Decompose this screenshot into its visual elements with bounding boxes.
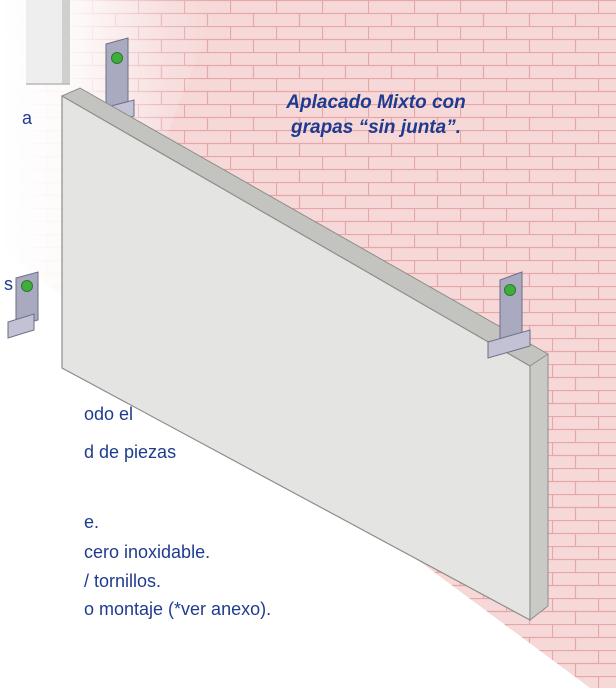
text-fragment-7: / tornillos. <box>84 571 162 591</box>
clamp-top-right <box>487 271 531 359</box>
text-fragment-6: cero inoxidable. <box>84 542 211 562</box>
text-fragment-4: d de piezas <box>84 442 177 462</box>
caption-line-2: grapas “sin junta”. <box>291 117 461 138</box>
wall-pillar <box>26 0 70 85</box>
text-fragment-2: s <box>4 274 13 294</box>
text-fragment-5: e. <box>84 512 100 532</box>
diagram-caption: Aplacado Mixto con grapas “sin junta”. <box>226 90 526 140</box>
clamp-left <box>7 271 39 339</box>
text-fragment-8: o montaje (*ver anexo). <box>84 599 272 619</box>
text-fragment-1: a <box>22 108 33 128</box>
caption-line-1: Aplacado Mixto con <box>286 92 466 113</box>
text-fragment-3: odo el <box>84 404 134 424</box>
